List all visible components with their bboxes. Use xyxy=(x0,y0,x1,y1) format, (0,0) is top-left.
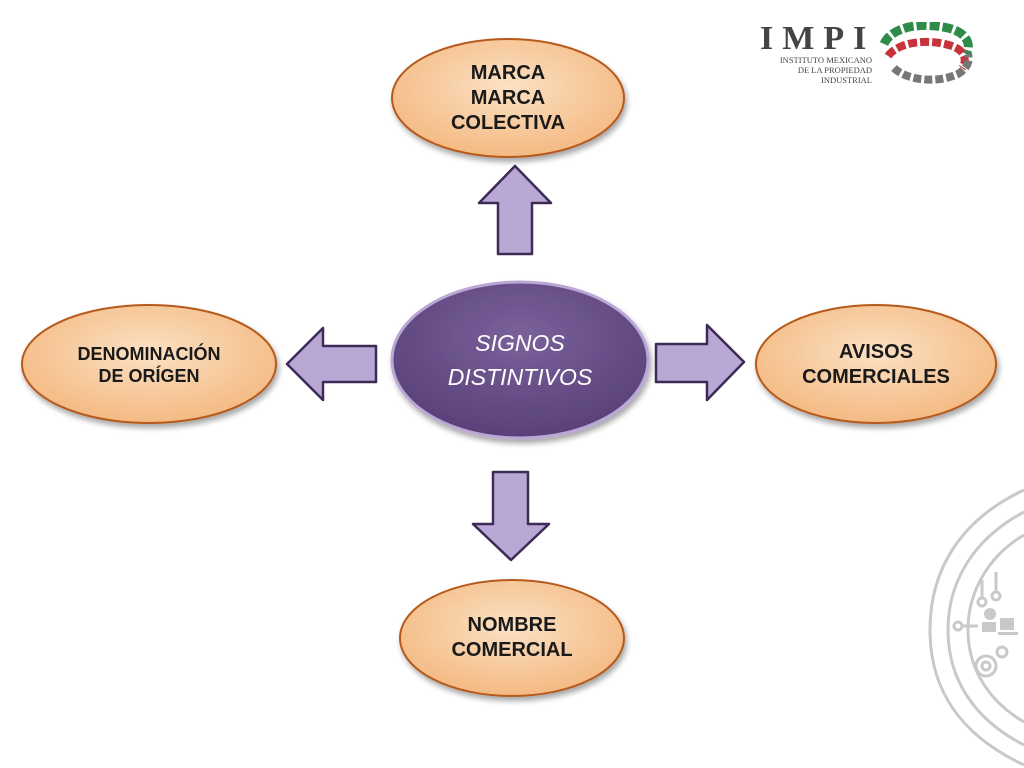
node-top-line-2: MARCA xyxy=(470,86,546,109)
node-bottom-label: NOMBRE COMERCIAL xyxy=(400,580,624,696)
node-right-line-2: COMERCIALES xyxy=(802,366,950,388)
node-bottom-line-1: NOMBRE xyxy=(467,614,557,636)
arrow-up xyxy=(477,164,553,256)
logo-subtitle: INSTITUTO MEXICANO DE LA PROPIEDAD INDUS… xyxy=(760,55,872,85)
node-bottom-ellipse xyxy=(399,579,625,697)
center-node-label: SIGNOS DISTINTIVOS xyxy=(392,282,648,438)
node-top-line-3: COLECTIVA xyxy=(450,111,566,134)
arrow-right xyxy=(654,323,746,402)
center-line-2: DISTINTIVOS xyxy=(447,364,593,390)
logo-subtitle-line-3: INDUSTRIAL xyxy=(821,74,872,85)
node-top-ellipse xyxy=(391,38,625,158)
impi-logo: IMPI INSTITUTO MEXICANO DE LA PROPIEDAD … xyxy=(760,20,980,90)
node-left-label: DENOMINACIÓN DE ORÍGEN xyxy=(22,306,276,424)
logo-ribbon-icon xyxy=(879,22,973,84)
circuit-gear-decoration-icon xyxy=(928,488,1024,767)
node-right-ellipse xyxy=(755,304,997,424)
node-top-label: MARCA MARCA COLECTIVA xyxy=(392,40,624,156)
center-node-ellipse xyxy=(390,280,650,440)
arrow-left xyxy=(285,326,378,402)
logo-subtitle-line-2: DE LA PROPIEDAD xyxy=(797,64,872,75)
node-left-ellipse xyxy=(21,304,277,424)
node-left-line-2: DE ORÍGEN xyxy=(98,366,200,386)
center-line-1: SIGNOS xyxy=(475,329,565,356)
arrow-down xyxy=(471,470,551,562)
node-top-line-1: MARCA xyxy=(470,61,546,84)
logo-subtitle-line-1: INSTITUTO MEXICANO xyxy=(779,55,872,65)
node-left-line-1: DENOMINACIÓN xyxy=(77,343,221,364)
node-right-line-1: AVISOS xyxy=(838,341,914,363)
node-right-label: AVISOS COMERCIALES xyxy=(756,306,996,424)
logo-wordmark: IMPI xyxy=(760,20,876,57)
node-bottom-line-2: COMERCIAL xyxy=(451,639,573,661)
